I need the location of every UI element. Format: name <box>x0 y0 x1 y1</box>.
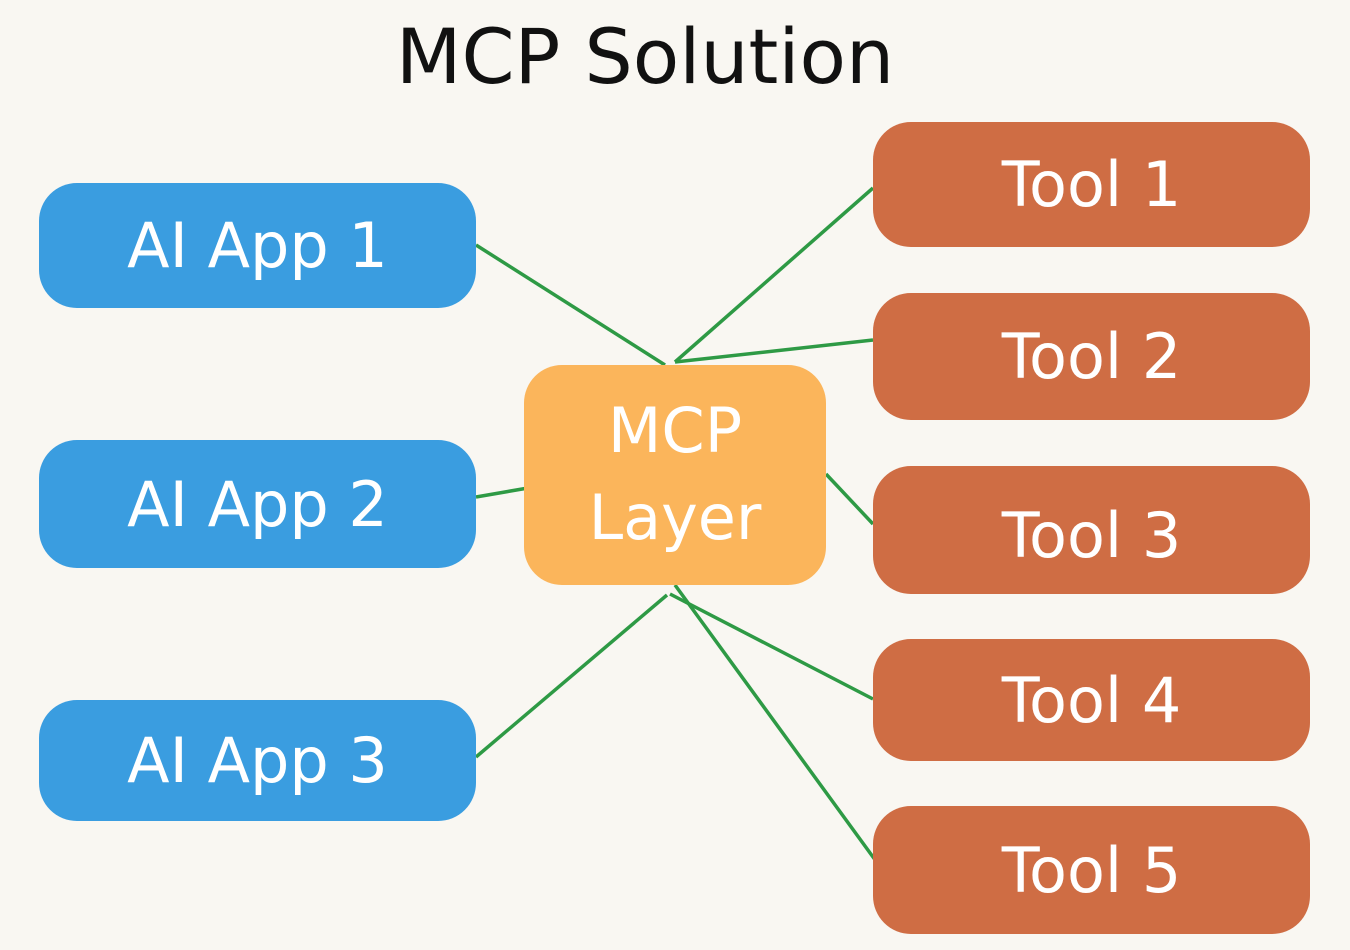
ai-app-3-node: AI App 3 <box>39 700 476 821</box>
tool-1-label: Tool 1 <box>1001 148 1182 221</box>
edge-app3-mcp <box>474 593 669 759</box>
mcp-layer-label-line2: Layer <box>588 481 762 554</box>
edge-mcp-tool2 <box>674 338 874 364</box>
tool-5-node: Tool 5 <box>873 806 1310 934</box>
tool-4-label: Tool 4 <box>1001 663 1182 737</box>
diagram-title: MCP Solution <box>395 12 895 101</box>
tool-1-node: Tool 1 <box>873 122 1310 247</box>
tool-2-label: Tool 2 <box>1001 320 1182 393</box>
tool-2-node: Tool 2 <box>873 293 1310 420</box>
tool-3-label: Tool 3 <box>1001 498 1182 572</box>
mcp-layer-node: MCP Layer <box>524 365 826 585</box>
edge-mcp-tool4 <box>669 592 874 701</box>
ai-app-2-node: AI App 2 <box>39 440 476 568</box>
edge-mcp-tool5 <box>673 583 883 870</box>
tool-4-node: Tool 4 <box>873 639 1310 761</box>
edge-mcp-tool3 <box>824 472 875 526</box>
edge-mcp-tool1 <box>673 186 875 364</box>
ai-app-1-label: AI App 1 <box>127 209 388 282</box>
edge-app1-mcp <box>475 243 666 367</box>
mcp-layer-label-line1: MCP <box>607 394 743 468</box>
ai-app-3-label: AI App 3 <box>127 724 388 797</box>
ai-app-1-node: AI App 1 <box>39 183 476 308</box>
edge-app2-mcp <box>475 486 529 499</box>
tool-5-label: Tool 5 <box>1001 833 1182 907</box>
ai-app-2-label: AI App 2 <box>127 467 388 541</box>
tool-3-node: Tool 3 <box>873 466 1310 594</box>
